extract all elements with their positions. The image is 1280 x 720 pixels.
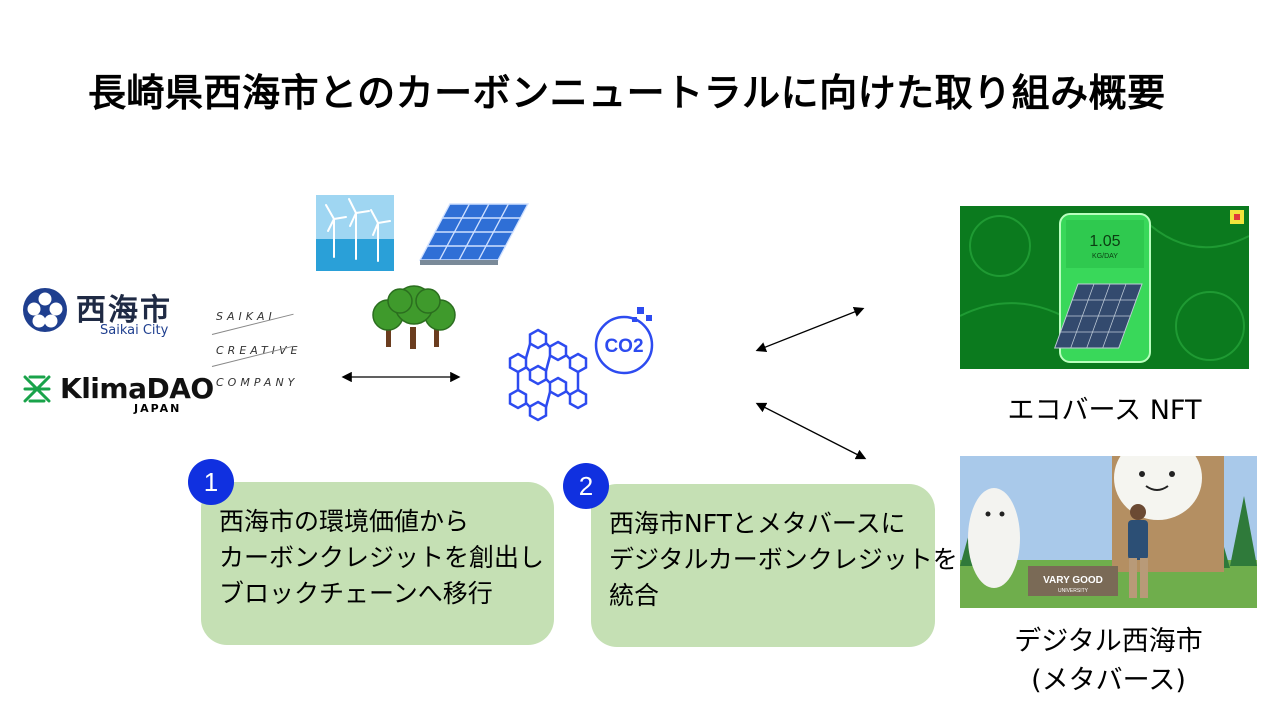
solar-panels-image [418, 203, 530, 265]
klimadao-logo: KlimaDAO JAPAN [22, 372, 214, 416]
scc-word-2: CREATIVE [216, 344, 302, 357]
step-2-box: 西海市NFTとメタバースに デジタルカーボンクレジットを 統合 [591, 484, 958, 647]
step-1-line-1: 西海市の環境価値から [219, 507, 470, 536]
step-1-line-3: ブロックチェーンへ移行 [219, 579, 493, 608]
wind-turbines-image [316, 195, 394, 271]
saikai-city-name-jp: 西海市 [76, 293, 172, 328]
saikai-city-name-en: Saikai City [100, 323, 169, 338]
metaverse-caption: デジタル西海市 (メタバース) [960, 622, 1257, 700]
klimadao-wordmark: KlimaDAO [60, 372, 214, 405]
step-1-badge: 1 [188, 459, 234, 505]
nft-big-value: 1.05 [1089, 233, 1120, 250]
blockchain-co2-icon: CO2 [508, 307, 654, 422]
step-2-line-1: 西海市NFTとメタバースに [609, 509, 906, 538]
saikai-city-emblem-icon [23, 288, 67, 332]
scc-word-3: COMPANY [216, 376, 299, 389]
page-title: 長崎県西海市とのカーボンニュートラルに向けた取り組み概要 [88, 71, 1166, 115]
step-2-line-2: デジタルカーボンクレジットを [609, 545, 958, 574]
metaverse-sign-text: VARY GOOD [1043, 575, 1103, 586]
klimadao-japan-label: JAPAN [134, 402, 182, 415]
metaverse-caption-line2: (メタバース) [1031, 665, 1186, 697]
arrow-chain-to-nft [755, 307, 865, 352]
step-2-line-3: 統合 [609, 581, 660, 610]
klimadao-mark-icon [23, 375, 51, 403]
step-2-badge: 2 [563, 463, 609, 509]
arrow-chain-to-metaverse [755, 402, 867, 460]
saikai-city-logo: 西海市 Saikai City [22, 285, 192, 341]
saikai-creative-company-logo: SAIKAI CREATIVE COMPANY [211, 310, 312, 394]
ecoverse-nft-image: 1.05 KG/DAY [960, 206, 1249, 369]
step-1-line-2: カーボンクレジットを創出し [219, 543, 545, 572]
nft-unit: KG/DAY [1092, 253, 1118, 260]
metaverse-caption-line1: デジタル西海市 [1014, 626, 1203, 657]
forest-image [372, 285, 456, 349]
ecoverse-nft-caption: エコバース NFT [1007, 395, 1202, 426]
co2-label: CO2 [604, 336, 643, 357]
ecoverse-nft-screenshot: 1.05 KG/DAY [960, 206, 1249, 369]
metaverse-scene-image: VARY GOOD UNIVERSITY [960, 456, 1257, 608]
metaverse-sign-sub: UNIVERSITY [1058, 588, 1089, 594]
scc-word-1: SAIKAI [216, 310, 276, 323]
digital-saikai-metaverse-screenshot: VARY GOOD UNIVERSITY [960, 456, 1257, 608]
step-1-box: 西海市の環境価値から カーボンクレジットを創出し ブロックチェーンへ移行 [201, 482, 554, 645]
